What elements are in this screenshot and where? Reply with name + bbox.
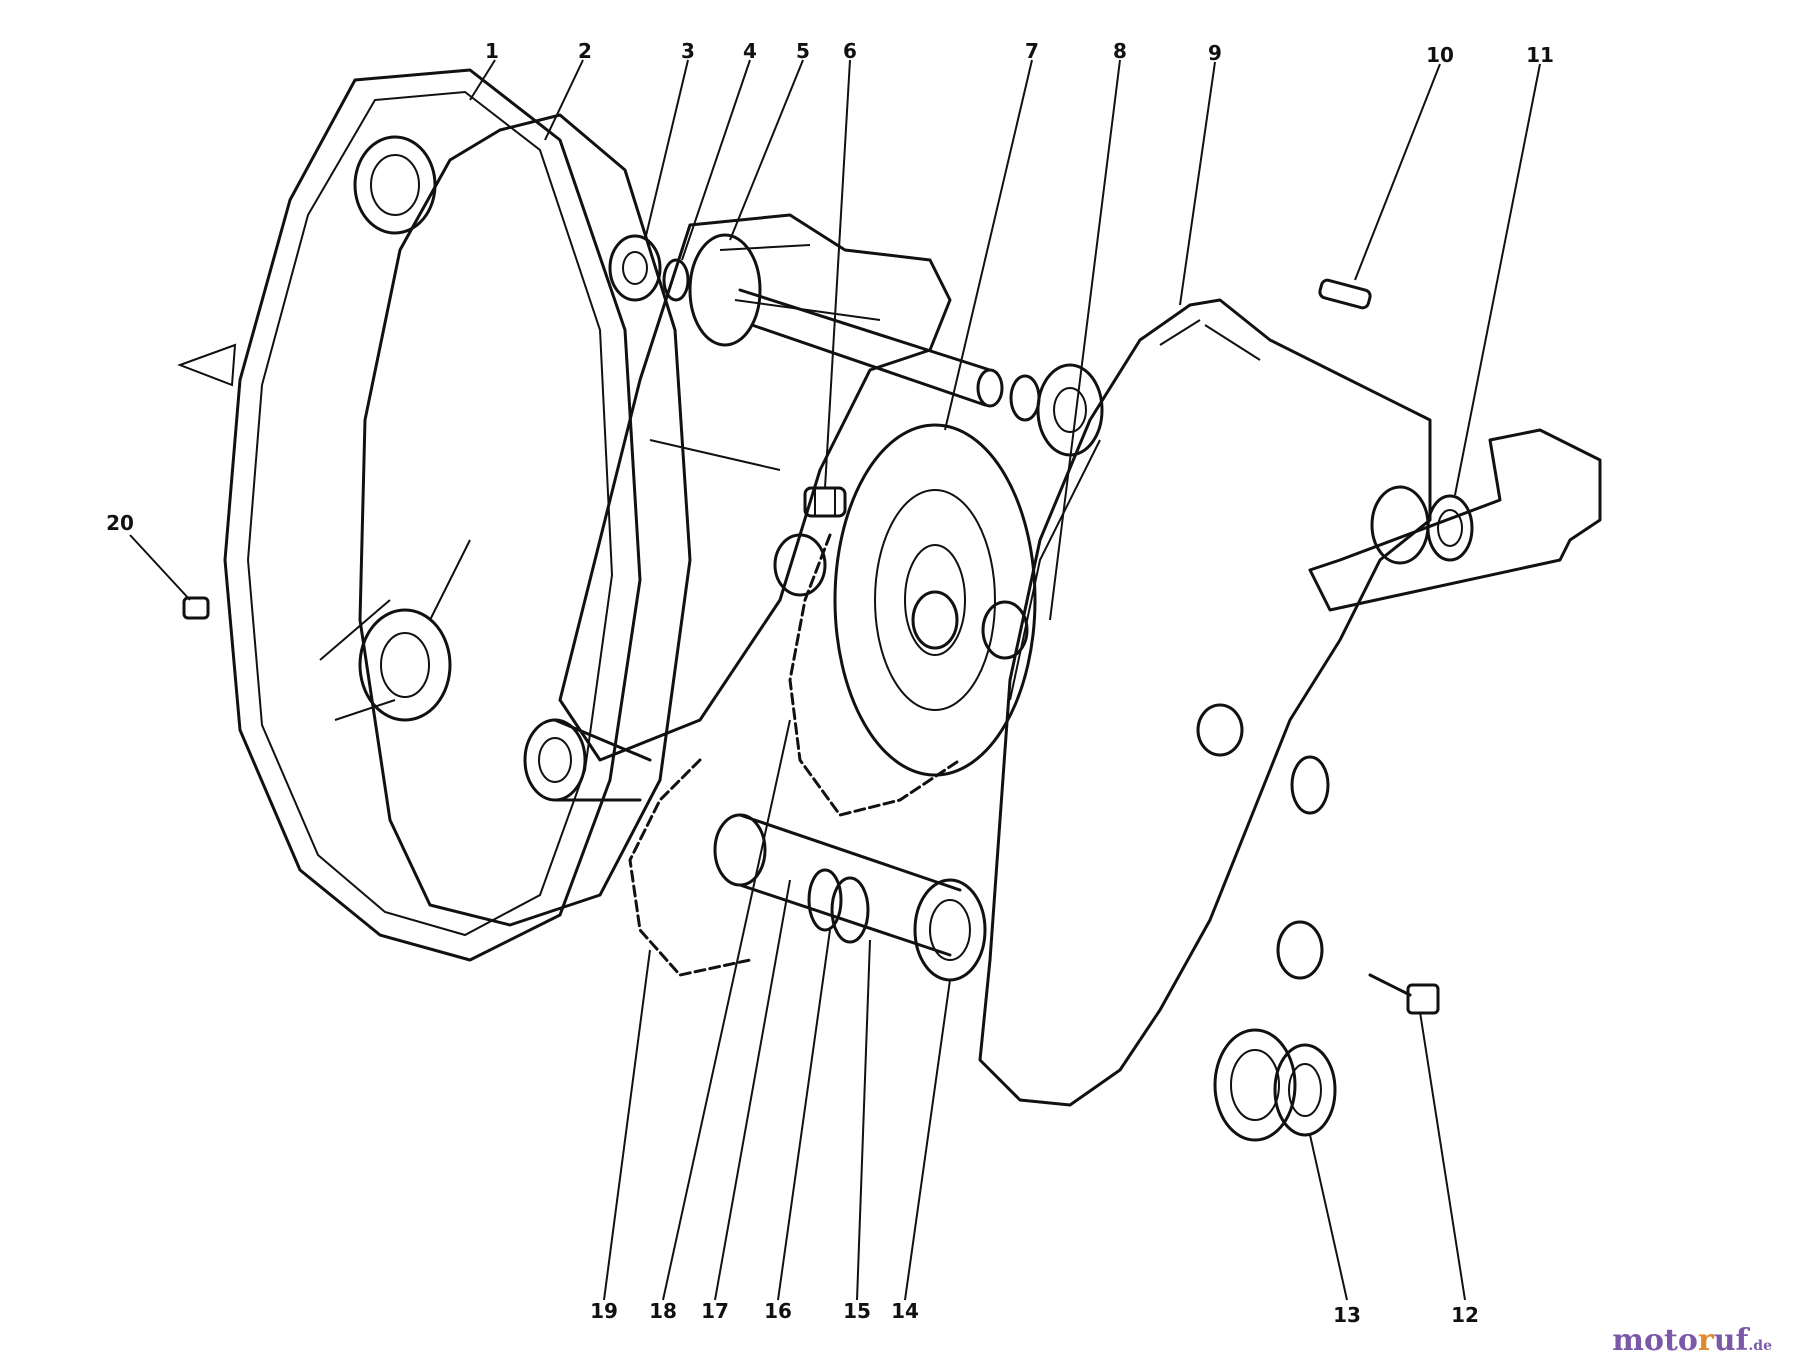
bolt-12 [1368, 973, 1440, 1015]
callout-16: 16 [764, 1299, 792, 1323]
bearing-8 [1009, 363, 1104, 457]
watermark-tld: .de [1748, 1338, 1772, 1354]
large-sprocket-7 [833, 423, 1037, 777]
small-sprocket-5 [688, 233, 762, 347]
gasket [358, 113, 692, 927]
callout-5: 5 [796, 39, 810, 63]
callout-20: 20 [106, 511, 134, 535]
pin-10 [1318, 278, 1372, 310]
seal-11 [1426, 494, 1474, 562]
watermark-part-a: moto [1612, 1323, 1698, 1358]
screw-20 [182, 596, 210, 620]
housing-left-half [177, 68, 642, 962]
callout-15: 15 [843, 1299, 871, 1323]
right-bracket [1308, 428, 1602, 612]
callout-13: 13 [1333, 1303, 1361, 1327]
leader-lines [129, 59, 1541, 1301]
callout-12: 12 [1451, 1303, 1479, 1327]
bearing-3 [608, 234, 662, 302]
callout-10: 10 [1426, 43, 1454, 67]
callout-2: 2 [578, 39, 592, 63]
callout-6: 6 [843, 39, 857, 63]
drive-chain [628, 533, 962, 977]
upper-shaft [738, 288, 1004, 408]
callout-11: 11 [1526, 43, 1554, 67]
needle-bearing-hub [773, 533, 1029, 660]
callout-1: 1 [485, 39, 499, 63]
lower-shaft-assembly [713, 813, 987, 982]
callout-8: 8 [1113, 39, 1127, 63]
callout-9: 9 [1208, 41, 1222, 65]
frame-body [558, 213, 952, 762]
callout-7: 7 [1025, 39, 1039, 63]
housing-right-half [978, 298, 1432, 1142]
callout-18: 18 [649, 1299, 677, 1323]
watermark-part-b: r [1697, 1323, 1714, 1358]
callout-14: 14 [891, 1299, 919, 1323]
snap-ring-4 [662, 258, 690, 302]
seal-13 [1273, 1043, 1337, 1137]
callout-19: 19 [590, 1299, 618, 1323]
callout-3: 3 [681, 39, 695, 63]
lower-needle-bearing [523, 718, 652, 802]
callout-labels: 1 2 3 4 5 6 7 8 9 10 11 12 13 14 15 16 1… [106, 39, 1554, 1327]
watermark-logo: motoruf.de [1612, 1323, 1772, 1358]
watermark-part-c: uf [1713, 1323, 1749, 1358]
callout-4: 4 [743, 39, 757, 63]
callout-17: 17 [701, 1299, 729, 1323]
